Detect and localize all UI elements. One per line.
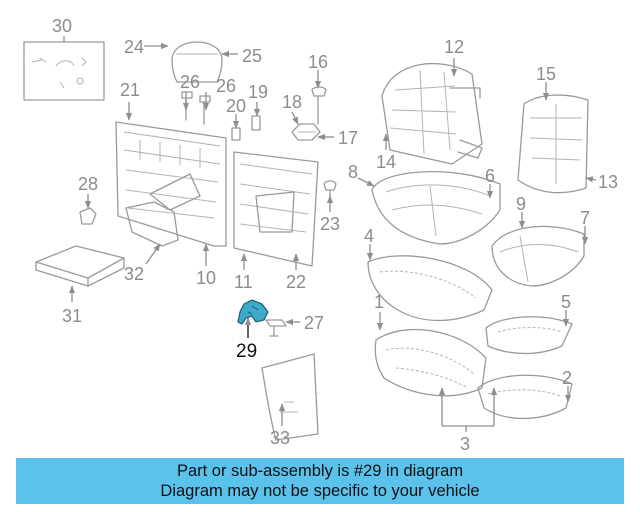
- callout-26-right: 26: [216, 76, 236, 96]
- callout-23: 23: [320, 214, 340, 234]
- callout-labels: 30 24 25 26 26 21 20 19 16 18 17 12 15 1…: [52, 16, 618, 454]
- callout-31: 31: [62, 306, 82, 326]
- callout-19: 19: [248, 82, 268, 102]
- part-4-cushion-pad: [367, 255, 493, 322]
- callout-30: 30: [52, 16, 72, 36]
- callout-5: 5: [561, 292, 571, 312]
- part-18-17-latch: [291, 123, 321, 141]
- part-28-clip: [79, 207, 97, 225]
- part-1-2-3-seat-frames: [374, 328, 573, 420]
- part-27-clip: [265, 319, 287, 337]
- callout-17: 17: [338, 128, 358, 148]
- part-23-fastener: [323, 180, 337, 199]
- callout-22: 22: [286, 272, 306, 292]
- callout-15: 15: [536, 64, 556, 84]
- callout-27: 27: [304, 313, 324, 333]
- banner-line-1: Part or sub-assembly is #29 in diagram: [176, 462, 464, 480]
- parts-diagram-svg: 30 24 25 26 26 21 20 19 16 18 17 12 15 1…: [23, 16, 618, 454]
- part-24-headrest: [171, 41, 223, 83]
- callout-4: 4: [364, 226, 374, 246]
- callout-16: 16: [308, 52, 328, 72]
- part-30-hardware-kit: [23, 41, 105, 101]
- part-33-back-panel: [261, 353, 319, 441]
- part-16-latch-cable: [311, 86, 327, 125]
- callout-1: 1: [374, 292, 384, 312]
- part-32-bracket: [125, 201, 179, 247]
- callout-21: 21: [120, 80, 140, 100]
- part-29-highlighted: [237, 299, 269, 325]
- info-banner: Part or sub-assembly is #29 in diagram D…: [16, 458, 624, 504]
- part-12-14-rear-seatback: [381, 63, 483, 165]
- callout-12: 12: [444, 37, 464, 57]
- part-31-cushion-pad: [35, 245, 125, 287]
- callout-8: 8: [348, 162, 358, 182]
- part-15-13-seatback-cover: [517, 94, 589, 194]
- callout-29-highlighted: 29: [236, 341, 257, 362]
- callout-33: 33: [270, 428, 290, 448]
- part-9-7-cushion-cover: [491, 225, 585, 287]
- part-5-cushion-pad: [485, 316, 573, 355]
- callout-11: 11: [234, 272, 253, 292]
- leader-lines: [63, 36, 597, 432]
- callout-20: 20: [226, 96, 246, 116]
- callout-10: 10: [196, 268, 216, 288]
- callout-28: 28: [78, 174, 98, 194]
- parts-diagram: 30 24 25 26 26 21 20 19 16 18 17 12 15 1…: [23, 16, 618, 454]
- part-8-6-seat-cushion: [371, 171, 501, 245]
- callout-13: 13: [598, 172, 618, 192]
- callout-24: 24: [124, 37, 144, 57]
- callout-18: 18: [282, 92, 302, 112]
- callout-25: 25: [242, 46, 262, 66]
- callout-26-left: 26: [180, 72, 200, 92]
- callout-14: 14: [376, 152, 396, 172]
- banner-line-2: Diagram may not be specific to your vehi…: [160, 482, 480, 500]
- callout-9: 9: [516, 194, 526, 214]
- callout-7: 7: [580, 208, 590, 228]
- callout-2: 2: [562, 368, 572, 388]
- callout-32: 32: [124, 264, 144, 284]
- part-21-left-seatback-frame: [115, 121, 227, 247]
- callout-3: 3: [460, 434, 470, 454]
- callout-6: 6: [485, 166, 495, 186]
- part-11-22-right-seatback-frame: [233, 151, 319, 267]
